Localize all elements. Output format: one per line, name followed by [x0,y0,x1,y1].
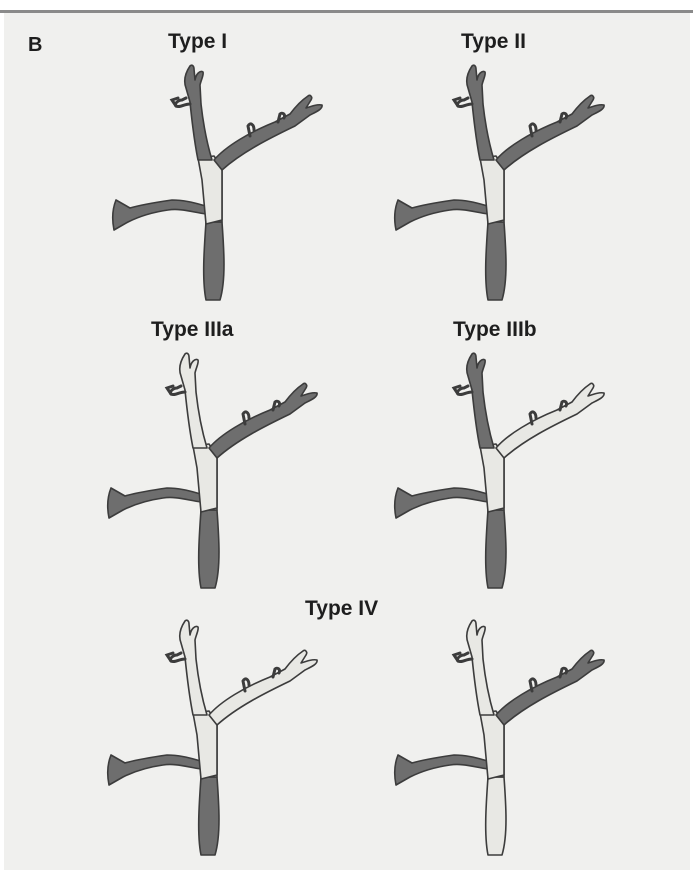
type-2-label: Type II [461,30,526,54]
type-4-diagram-b [392,615,622,865]
cystic-duct [113,200,206,230]
common-duct-segment [486,777,506,855]
cystic-duct [395,488,488,518]
left-duct-segment [467,65,494,160]
right-duct-segment [209,650,317,725]
type-1-label: Type I [168,30,227,54]
left-duct-segment [180,620,207,715]
right-duct-segment [496,95,604,170]
left-duct-segment [180,353,207,448]
type-4-diagram-a [105,615,335,865]
cystic-duct [108,755,201,785]
type-1-diagram [110,60,340,305]
panel-letter: B [28,34,42,57]
cystic-duct [395,200,488,230]
common-duct-segment [486,510,506,588]
common-duct-segment [199,510,219,588]
cystic-duct [108,488,201,518]
type-2-diagram [392,60,622,305]
type-3b-label: Type IIIb [453,318,537,342]
left-duct-segment [467,620,494,715]
common-duct-segment [199,777,219,855]
right-duct-segment [496,650,604,725]
cystic-duct [395,755,488,785]
right-duct-segment [214,95,322,170]
type-3a-label: Type IIIa [151,318,233,342]
left-duct-segment [467,353,494,448]
right-duct-segment [496,383,604,458]
type-3b-diagram [392,348,622,593]
common-duct-segment [204,222,224,300]
right-duct-segment [209,383,317,458]
left-duct-segment [185,65,212,160]
type-3a-diagram [105,348,335,593]
common-duct-segment [486,222,506,300]
